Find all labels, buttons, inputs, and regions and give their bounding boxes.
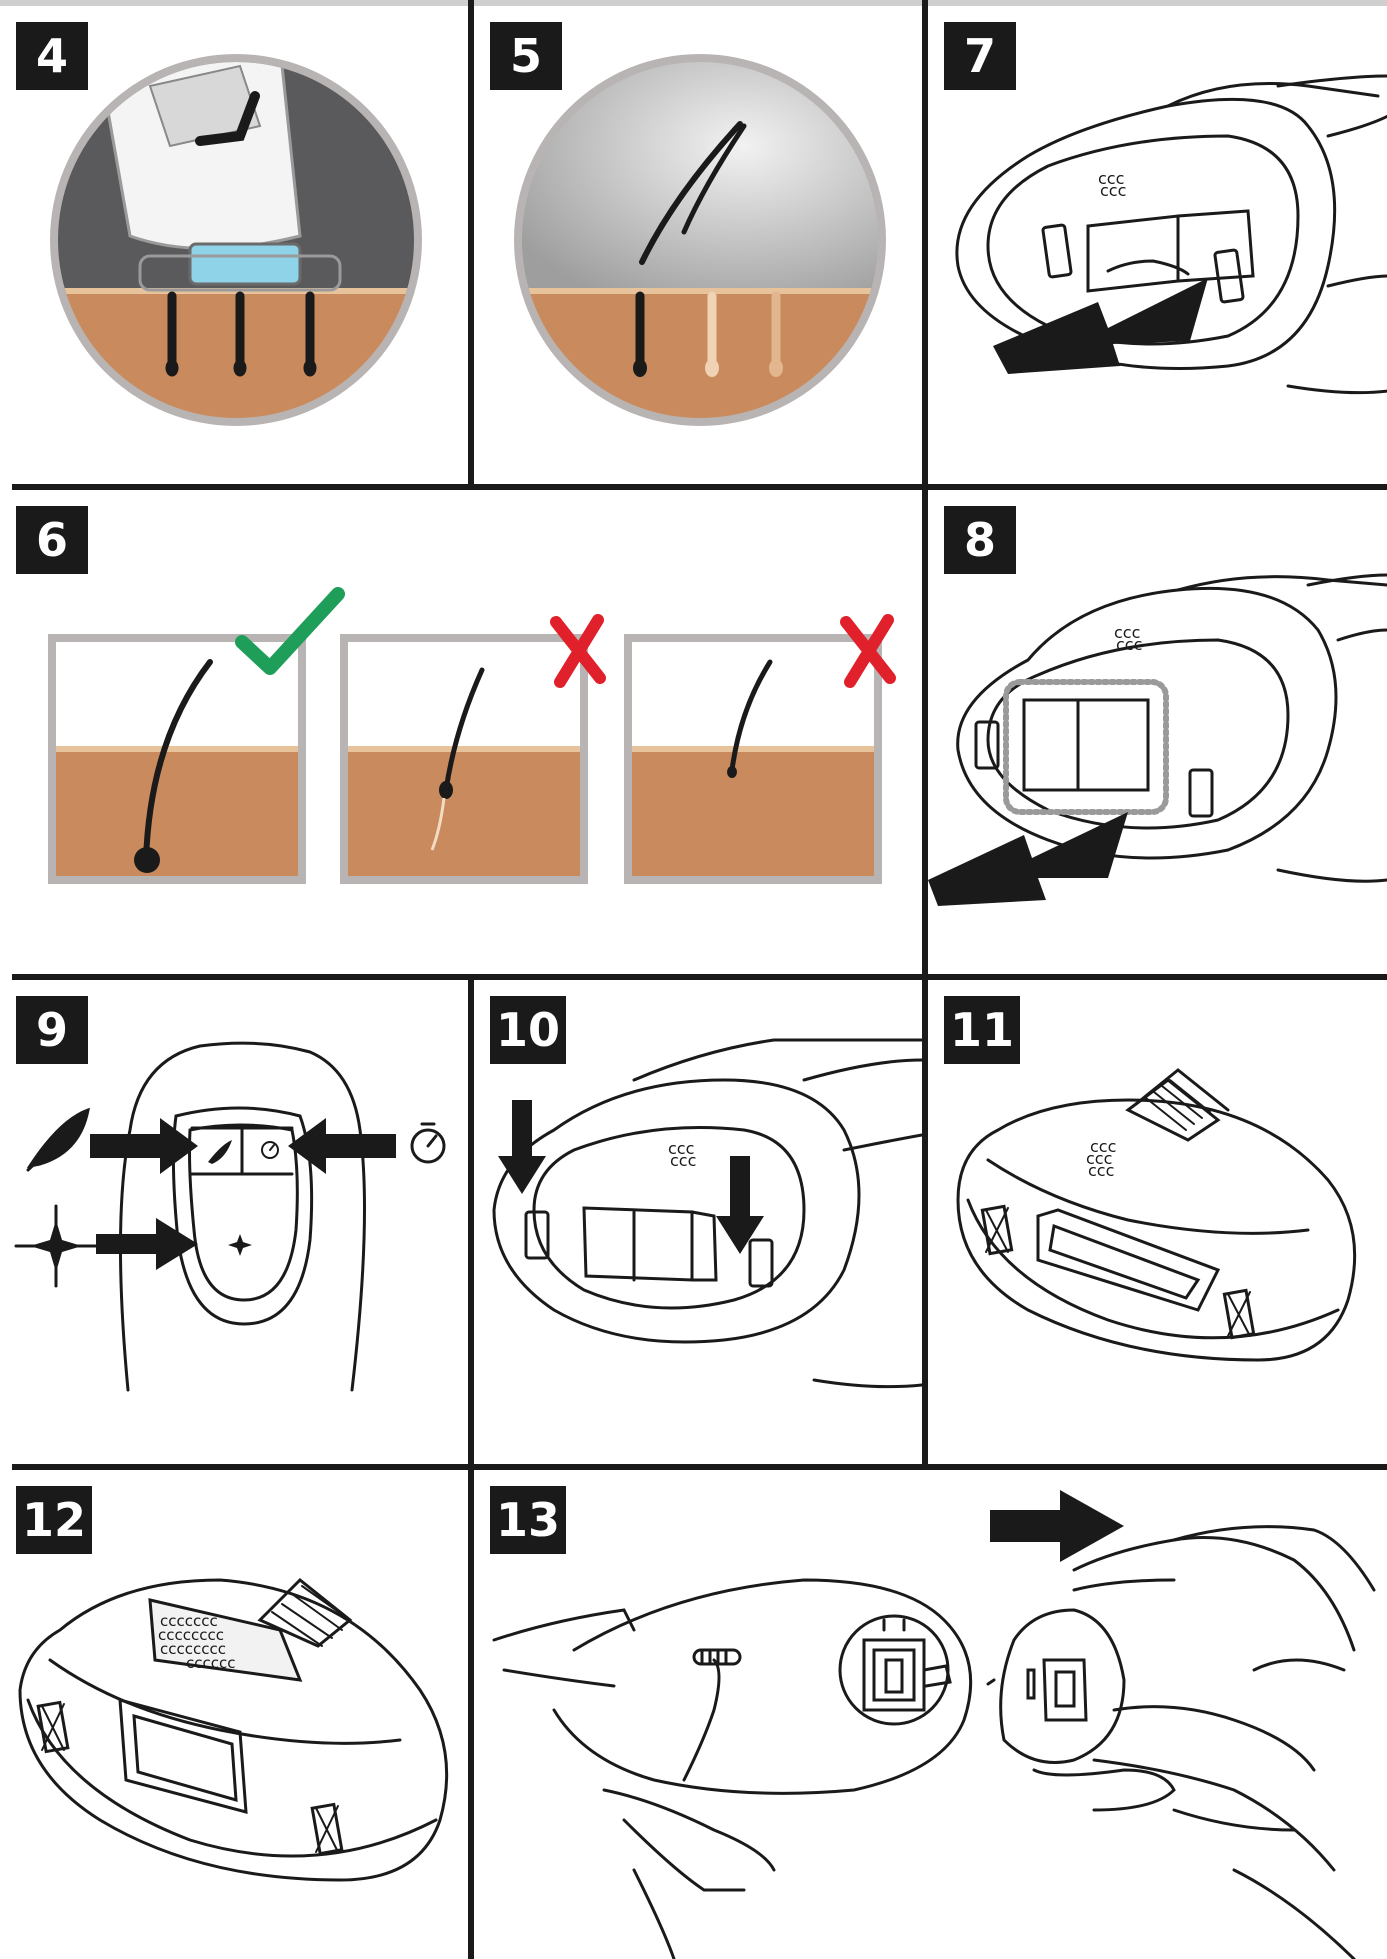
flash-icon (228, 1234, 252, 1256)
step-number-badge: 9 (16, 996, 88, 1064)
step-number-badge: 13 (490, 1486, 567, 1554)
timer-icon (410, 1122, 446, 1164)
grid-line-v1-lower (468, 980, 474, 1959)
step-number-badge: 6 (16, 506, 88, 574)
hair-length-comparison-illustration (48, 587, 896, 884)
arrow-icon (990, 1490, 1124, 1562)
attachment-insert-illustration: ccc ccc (955, 74, 1387, 395)
svg-text:ccc: ccc (668, 1139, 694, 1158)
detached-attachment-illustration: ccc ccc ccc (956, 1068, 1357, 1362)
step-number-badge: 12 (16, 1486, 93, 1554)
feather-icon (208, 1140, 232, 1164)
panel-step-5: 5 (474, 6, 922, 484)
step-number-badge: 7 (944, 22, 1016, 90)
timer-icon (261, 1141, 279, 1159)
check-icon (235, 587, 345, 675)
step-number-badge: 8 (944, 506, 1016, 574)
svg-text:ccc: ccc (1086, 1149, 1112, 1168)
step-number-badge: 5 (490, 22, 562, 90)
panel-step-13: 13 (474, 1470, 1387, 1959)
svg-text:ccc: ccc (1100, 181, 1126, 200)
panel-step-11: 11 ccc ccc ccc (928, 980, 1387, 1464)
svg-text:cccccccc: cccccccc (160, 1640, 226, 1658)
step-number-badge: 4 (16, 22, 88, 90)
grid-line-h3 (12, 1464, 1387, 1470)
svg-text:ccc: ccc (1088, 1161, 1114, 1180)
svg-text:cccccc: cccccc (186, 1654, 235, 1672)
hair-regrowth-illustration (514, 54, 886, 426)
arrow-icon (90, 1118, 396, 1270)
cross-icon (550, 614, 606, 688)
grid-line-h1 (12, 484, 1387, 490)
panel-step-10: 10 ccc ccc (474, 980, 922, 1464)
svg-text:cccccccc: cccccccc (158, 1626, 224, 1644)
step-number-badge: 11 (944, 996, 1021, 1064)
flash-icon (14, 1204, 98, 1288)
panel-step-9: 9 (0, 980, 468, 1464)
step-number-badge: 10 (490, 996, 567, 1064)
grid-line-v1-row1 (468, 0, 474, 484)
grid-line-top (0, 0, 1387, 6)
panel-step-7: 7 ccc ccc (928, 6, 1387, 484)
svg-text:ccc: ccc (670, 1151, 696, 1170)
device-on-skin-illustration (50, 54, 422, 426)
svg-text:ccc: ccc (1114, 623, 1140, 642)
panel-step-8: 8 ccc ccc (928, 490, 1387, 974)
cross-icon (840, 614, 896, 688)
svg-text:ccc: ccc (1116, 635, 1142, 654)
remove-attachment-hands-illustration (492, 1490, 1376, 1959)
attachment-filter-illustration: ccccccc cccccccc cccccccc cccccc (18, 1577, 449, 1882)
mode-selection-illustration (14, 1041, 446, 1392)
grid-line-h2 (12, 974, 1387, 980)
grid-line-v2 (922, 0, 928, 1464)
panel-step-6: 6 (0, 490, 922, 974)
attachment-release-illustration: ccc ccc (492, 1038, 922, 1389)
svg-text:ccc: ccc (1098, 169, 1124, 188)
svg-text:ccccccc: ccccccc (160, 1612, 218, 1630)
panel-step-4: 4 (0, 6, 468, 484)
arrow-icon (498, 1100, 764, 1254)
svg-text:ccc: ccc (1090, 1137, 1116, 1156)
feather-icon (26, 1107, 90, 1172)
panel-step-12: 12 ccccccc cccccccc cccccccc cccccc (0, 1470, 468, 1959)
frame-seal-illustration: ccc ccc (928, 573, 1387, 906)
